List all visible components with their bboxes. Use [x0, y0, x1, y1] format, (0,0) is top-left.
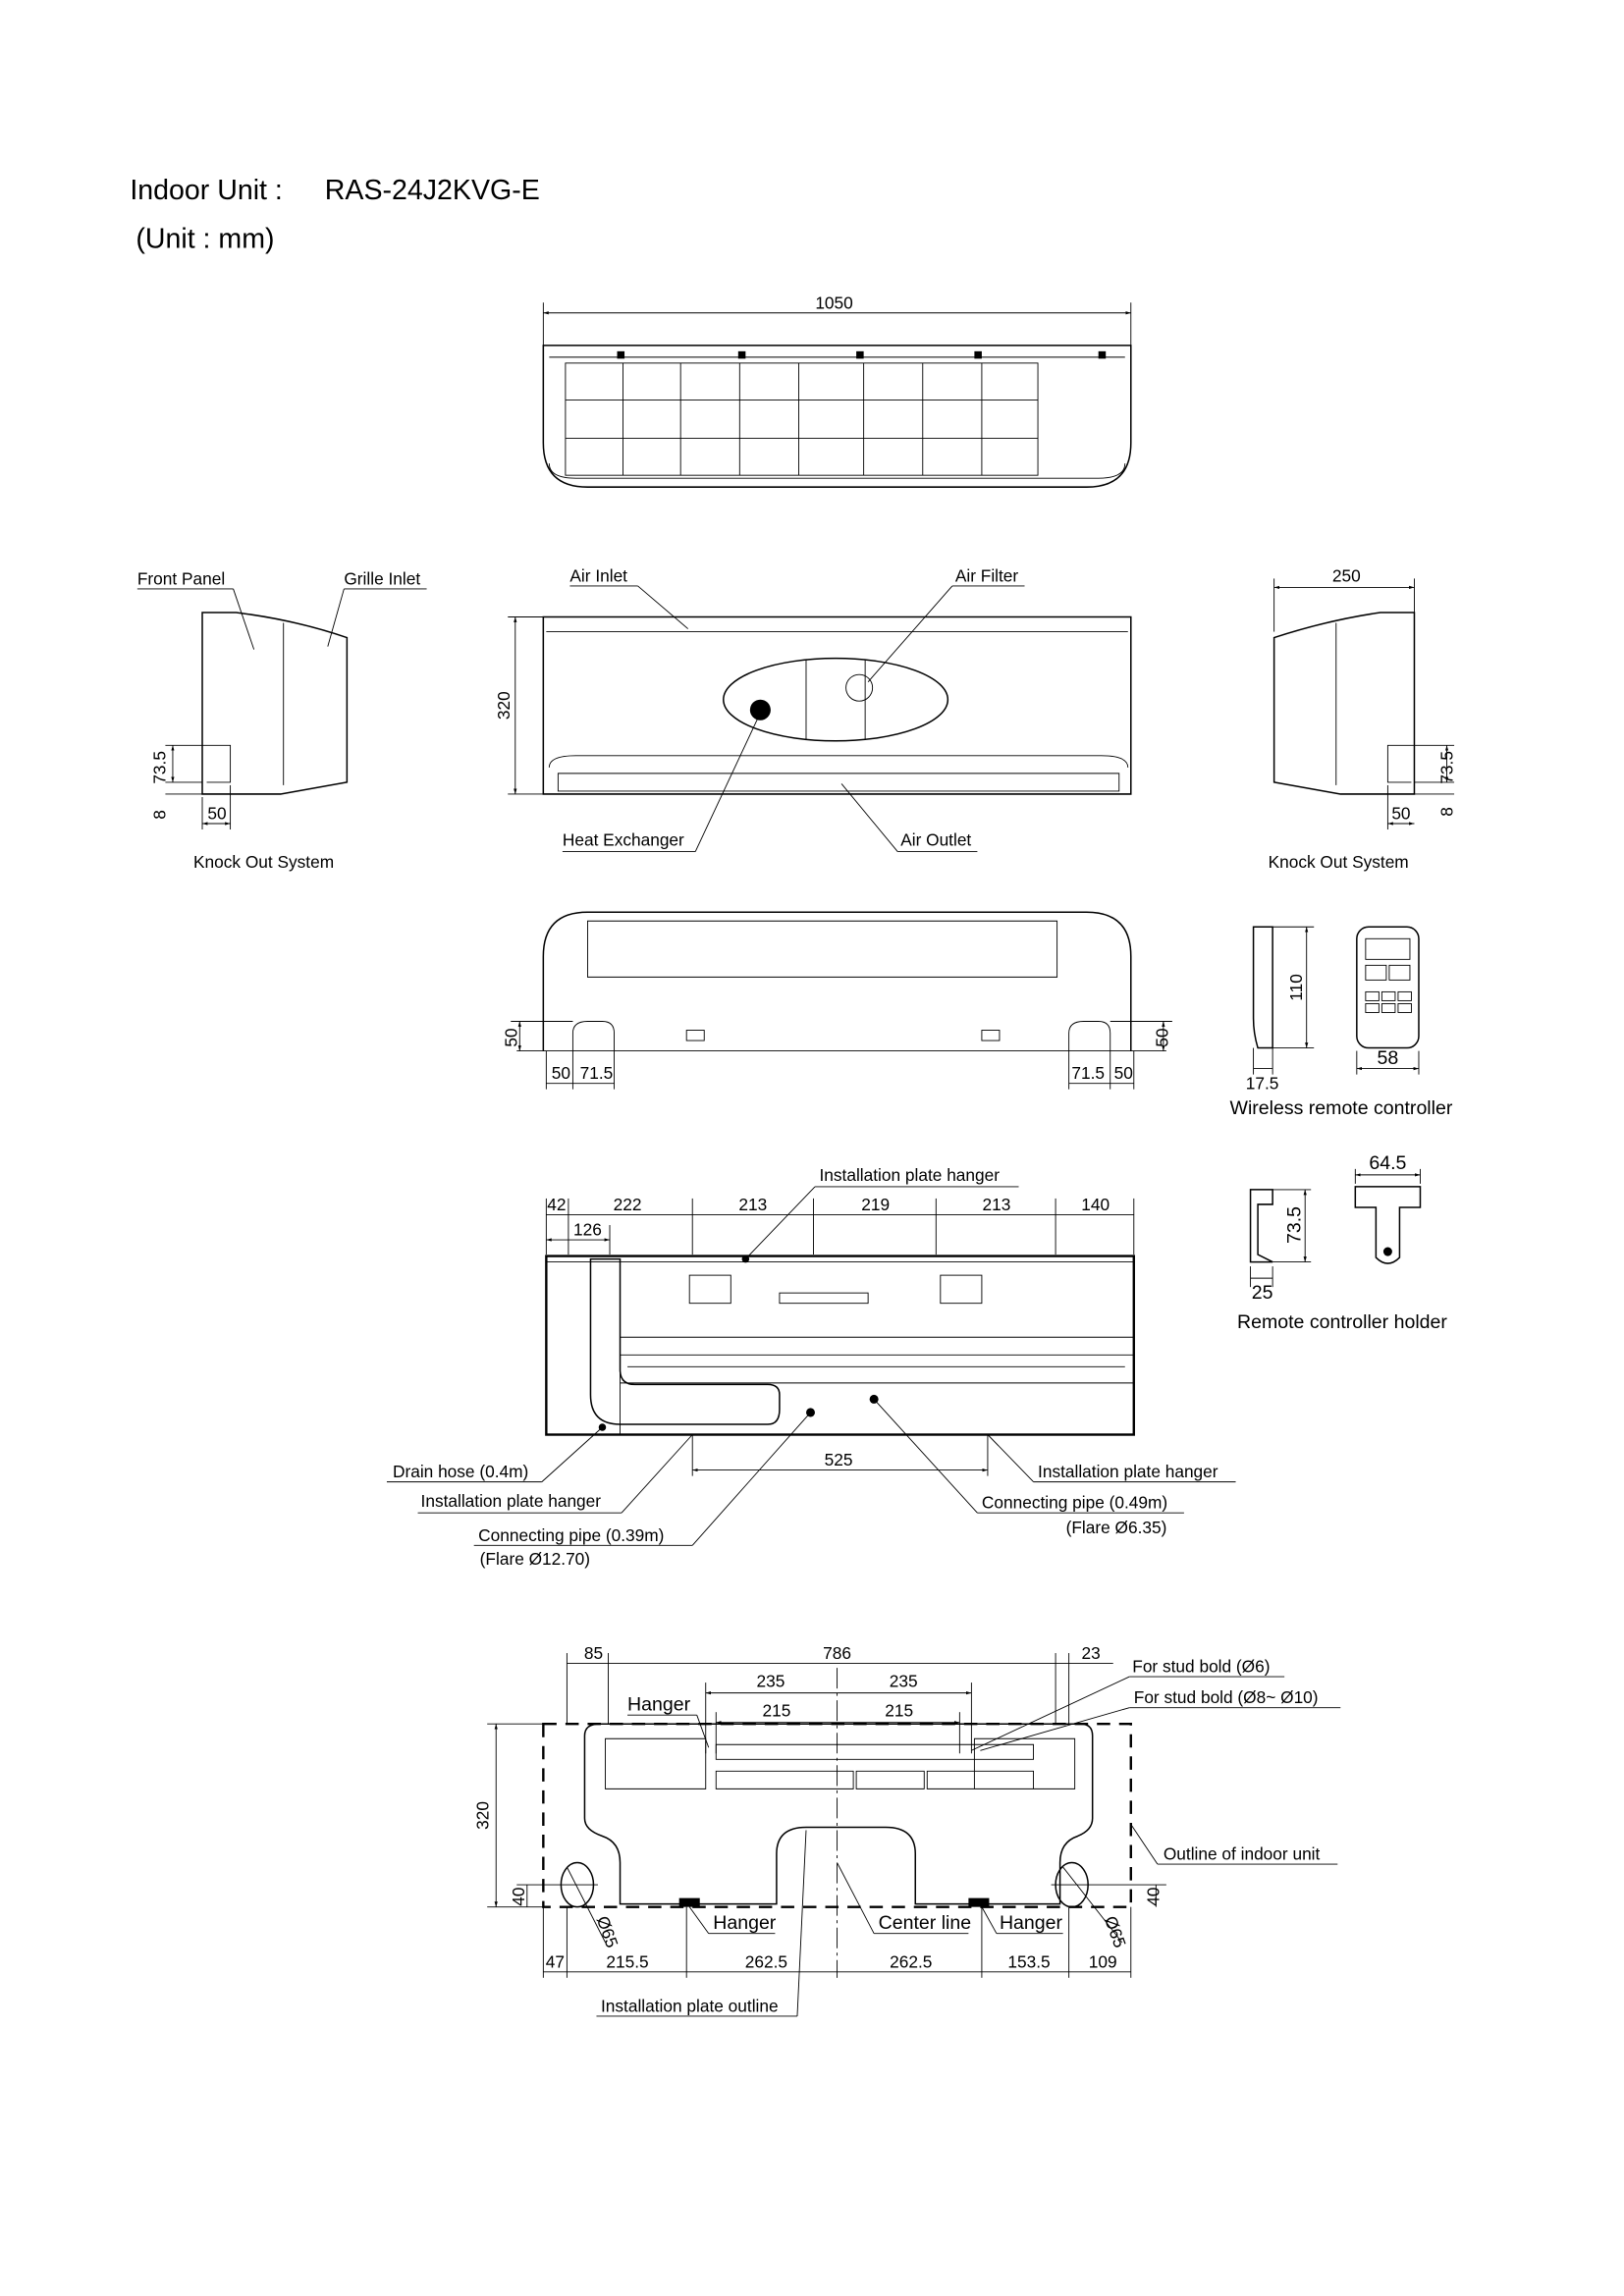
dim-holder-height: 73.5 — [1284, 1206, 1306, 1244]
caption-knock-out-left: Knock Out System — [193, 852, 334, 872]
unit-note: (Unit : mm) — [135, 224, 274, 255]
dim-r2: 50 — [1114, 1063, 1133, 1083]
label-air-filter: Air Filter — [955, 565, 1019, 585]
label-heat-exchanger: Heat Exchanger — [563, 830, 684, 850]
dim-h1-right: 73.5 — [1437, 751, 1457, 784]
label-plate-hanger-top: Installation plate hanger — [820, 1165, 1001, 1185]
remote-controller: 110 17.5 58 Wireless remote controller — [1230, 926, 1453, 1119]
plate-dim-dia-left: Ø65 — [593, 1913, 623, 1950]
label-plate-hanger-right: Installation plate hanger — [1038, 1462, 1218, 1481]
rear-dim-525: 525 — [825, 1450, 853, 1469]
plate-dim-dia-right: Ø65 — [1101, 1913, 1130, 1950]
caption-remote-holder: Remote controller holder — [1237, 1311, 1447, 1333]
rear-view: 42 222 213 219 213 140 126 Installation … — [386, 1165, 1236, 1569]
caption-remote-controller: Wireless remote controller — [1230, 1097, 1453, 1119]
dim-remote-depth: 17.5 — [1246, 1074, 1279, 1094]
dim-depth: 250 — [1332, 565, 1361, 585]
left-side-view: Front Panel Grille Inlet 73.5 8 50 Knock… — [136, 568, 427, 872]
rear-dim-126: 126 — [573, 1220, 602, 1240]
dim-h1: 73.5 — [149, 751, 169, 784]
dim-w-right: 50 — [1391, 803, 1410, 823]
label-pipe-small: Connecting pipe (0.49m) — [982, 1493, 1167, 1513]
label-hanger-left: Hanger — [713, 1912, 777, 1934]
label-drain-hose: Drain hose (0.4m) — [393, 1462, 528, 1481]
dim-h2-right: 8 — [1437, 807, 1457, 817]
plate-dim-40-right: 40 — [1143, 1888, 1163, 1906]
plate-bottom-dim-0: 47 — [546, 1951, 565, 1971]
plate-bottom-dim-2: 262.5 — [745, 1951, 787, 1971]
plate-dim-320: 320 — [473, 1801, 493, 1830]
rear-dim-4: 213 — [983, 1195, 1011, 1214]
top-view: 1050 — [542, 293, 1132, 488]
model-number: RAS-24J2KVG-E — [325, 175, 540, 206]
label-plate-hanger-left: Installation plate hanger — [421, 1491, 602, 1511]
plate-dim-23: 23 — [1082, 1643, 1101, 1663]
dim-w: 50 — [207, 803, 226, 823]
dim-width: 1050 — [815, 293, 852, 312]
plate-dim-786: 786 — [823, 1643, 851, 1663]
caption-knock-out-right: Knock Out System — [1269, 852, 1409, 872]
label-stud-6: For stud bold (Ø6) — [1132, 1657, 1270, 1677]
plate-bottom-dim-3: 262.5 — [890, 1951, 932, 1971]
front-view: 320 Air Inlet Air Filter Heat Exchanger … — [494, 565, 1132, 853]
dim-holder-width: 64.5 — [1369, 1152, 1406, 1174]
bottom-view: 50 50 50 71.5 71.5 50 — [501, 911, 1172, 1090]
header: Indoor Unit : RAS-24J2KVG-E (Unit : mm) — [130, 175, 539, 255]
rear-dim-2: 213 — [738, 1195, 767, 1214]
plate-dim-215-right: 215 — [885, 1701, 913, 1721]
rear-dim-1: 222 — [614, 1195, 642, 1214]
right-side-view: 250 73.5 8 50 Knock Out System — [1269, 565, 1457, 872]
air-filter-grid — [565, 362, 1039, 476]
label-grille-inlet: Grille Inlet — [344, 568, 420, 588]
label-stud-8-10: For stud bold (Ø8~ Ø10) — [1134, 1687, 1319, 1707]
dim-right-h: 50 — [1152, 1028, 1171, 1046]
plate-dim-85: 85 — [584, 1643, 603, 1663]
plate-dim-235-right: 235 — [890, 1672, 918, 1691]
label-pipe-large-flare: (Flare Ø12.70) — [480, 1549, 590, 1569]
label-pipe-large: Connecting pipe (0.39m) — [478, 1525, 664, 1545]
label-front-panel: Front Panel — [137, 568, 225, 588]
label-air-outlet: Air Outlet — [900, 830, 971, 850]
label-outline-indoor-unit: Outline of indoor unit — [1164, 1844, 1321, 1864]
dim-remote-height: 110 — [1286, 974, 1306, 1001]
remote-controller-holder: 73.5 25 64.5 Remote controller holder — [1237, 1152, 1447, 1333]
dim-l1: 50 — [552, 1063, 570, 1083]
dim-height: 320 — [494, 691, 514, 720]
label-pipe-small-flare: (Flare Ø6.35) — [1066, 1518, 1167, 1537]
plate-dim-235-left: 235 — [756, 1672, 785, 1691]
label-plate-outline: Installation plate outline — [601, 1996, 779, 2015]
rear-dim-0: 42 — [547, 1195, 566, 1214]
dim-holder-depth: 25 — [1252, 1282, 1273, 1304]
title-label: Indoor Unit : — [130, 175, 283, 206]
dim-h2: 8 — [149, 810, 169, 820]
label-air-inlet: Air Inlet — [569, 565, 627, 585]
label-hanger-top: Hanger — [627, 1694, 691, 1716]
dim-r1: 71.5 — [1071, 1063, 1105, 1083]
plate-bottom-dim-1: 215.5 — [606, 1951, 648, 1971]
plate-dim-215-left: 215 — [762, 1701, 790, 1721]
rear-dim-3: 219 — [861, 1195, 890, 1214]
dim-remote-width: 58 — [1378, 1047, 1399, 1069]
label-hanger-right: Hanger — [1000, 1912, 1063, 1934]
dim-left-h: 50 — [501, 1028, 520, 1046]
dim-l2: 71.5 — [580, 1063, 614, 1083]
label-center-line: Center line — [879, 1912, 971, 1934]
rear-dim-5: 140 — [1081, 1195, 1110, 1214]
plate-bottom-dim-4: 153.5 — [1007, 1951, 1050, 1971]
installation-plate-view: 85 786 23 235 235 215 215 320 40 40 Ø65 … — [473, 1643, 1341, 2017]
plate-bottom-dim-5: 109 — [1089, 1951, 1117, 1971]
plate-dim-40-left: 40 — [509, 1888, 528, 1906]
